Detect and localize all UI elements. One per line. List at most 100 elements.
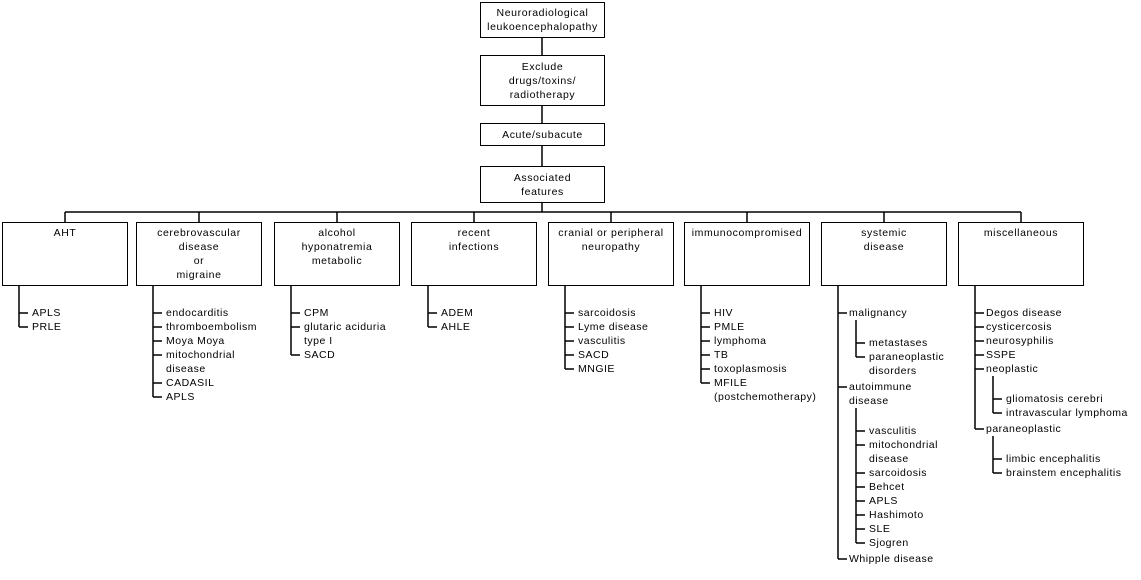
- list-item: AHLE: [441, 320, 470, 334]
- text-line: disorders: [869, 365, 917, 377]
- text-line: sarcoidosis: [869, 467, 928, 479]
- text-line: Whipple disease: [849, 553, 934, 565]
- list-item: ADEM: [441, 306, 473, 320]
- box-line: Neuroradiological: [496, 7, 589, 19]
- text-line: endocarditis: [166, 307, 229, 319]
- text-line: Lyme disease: [578, 321, 649, 333]
- list-item: metastases: [869, 336, 928, 350]
- list-item: APLS: [32, 306, 61, 320]
- list-item: endocarditis: [166, 306, 229, 320]
- text-line: thromboembolism: [166, 321, 257, 333]
- text-line: PMLE: [714, 321, 745, 333]
- text-line: AHT: [53, 227, 77, 239]
- list-item: mitochondrial disease: [869, 438, 938, 466]
- text-line: Moya Moya: [166, 335, 225, 347]
- list-item: paraneoplastic: [986, 422, 1061, 436]
- text-line: APLS: [32, 307, 61, 319]
- text-line: SLE: [869, 523, 891, 535]
- list-item: Degos disease: [986, 306, 1062, 320]
- list-item: paraneoplastic disorders: [869, 350, 944, 378]
- text-line: Sjogren: [869, 537, 909, 549]
- list-item: APLS: [869, 494, 898, 508]
- list-item: sarcoidosis: [869, 466, 927, 480]
- list-item: APLS: [166, 390, 195, 404]
- text-line: (postchemotherapy): [714, 391, 817, 403]
- list-item: limbic encephalitis: [1006, 452, 1101, 466]
- text-line: TB: [714, 349, 729, 361]
- text-line: disease: [863, 241, 905, 253]
- neuroradiological-box: Neuroradiological leukoencephalopathy: [480, 2, 605, 38]
- list-item: SSPE: [986, 348, 1016, 362]
- list-item: Whipple disease: [849, 552, 934, 566]
- box-line: Associated: [513, 171, 572, 184]
- text-line: cysticercosis: [986, 321, 1053, 333]
- text-line: alcohol: [318, 227, 356, 239]
- text-line: SSPE: [986, 349, 1017, 361]
- list-item: CPM: [304, 306, 329, 320]
- text-line: MFILE: [714, 377, 748, 389]
- text-line: immunocompromised: [691, 227, 803, 239]
- text-line: vasculitis: [578, 335, 626, 347]
- text-line: recent: [457, 227, 491, 239]
- list-item: autoimmune disease: [849, 380, 912, 408]
- text-line: cerebrovascular: [157, 227, 241, 239]
- list-item: SLE: [869, 522, 890, 536]
- list-item: Lyme disease: [578, 320, 648, 334]
- category-box-immuno: immunocompromised: [684, 222, 810, 286]
- list-item: SACD: [578, 348, 609, 362]
- exclude-box: Exclude drugs/toxins/ radiotherapy: [480, 55, 605, 106]
- text-line: SACD: [304, 349, 336, 361]
- text-line: PRLE: [32, 321, 62, 333]
- list-item: intravascular lymphoma: [1006, 406, 1128, 420]
- text-line: Hashimoto: [869, 509, 924, 521]
- list-item: MNGIE: [578, 362, 615, 376]
- list-item: cysticercosis: [986, 320, 1052, 334]
- text-line: sarcoidosis: [578, 307, 637, 319]
- text-line: neurosyphilis: [986, 335, 1054, 347]
- text-line: disease: [849, 395, 889, 407]
- box-line: features: [521, 185, 564, 198]
- associated-features-box: Associated features: [480, 166, 605, 203]
- list-item: sarcoidosis: [578, 306, 636, 320]
- text-line: mitochondrial: [869, 439, 938, 451]
- list-item: neoplastic: [986, 362, 1038, 376]
- list-item: gliomatosis cerebri: [1006, 392, 1103, 406]
- text-line: APLS: [166, 391, 195, 403]
- text-line: Behcet: [869, 481, 905, 493]
- box-line: Exclude: [521, 60, 564, 73]
- text-line: neuropathy: [581, 241, 641, 253]
- list-item: Moya Moya: [166, 334, 225, 348]
- text-line: disease: [869, 453, 909, 465]
- text-line: paraneoplastic: [986, 423, 1062, 435]
- text-line: lymphoma: [714, 335, 767, 347]
- text-line: neoplastic: [986, 363, 1039, 375]
- text-line: malignancy: [849, 307, 908, 319]
- text-line: vasculitis: [869, 425, 917, 437]
- list-item: lymphoma: [714, 334, 766, 348]
- text-line: migraine: [176, 269, 222, 281]
- text-line: autoimmune: [849, 381, 912, 393]
- list-item: Sjogren: [869, 536, 909, 550]
- box-line: leukoencephalopathy: [487, 21, 598, 33]
- category-box-systemic: systemic disease: [821, 222, 947, 286]
- text-line: MNGIE: [578, 363, 615, 375]
- text-line: AHLE: [441, 321, 471, 333]
- list-item: MFILE (postchemotherapy): [714, 376, 816, 404]
- list-item: neurosyphilis: [986, 334, 1054, 348]
- text-line: paraneoplastic: [869, 351, 945, 363]
- box-line: Acute/subacute: [502, 128, 583, 141]
- list-item: HIV: [714, 306, 733, 320]
- list-item: brainstem encephalitis: [1006, 466, 1121, 480]
- text-line: systemic: [861, 227, 907, 239]
- list-item: PRLE: [32, 320, 61, 334]
- text-line: SACD: [578, 349, 610, 361]
- text-line: mitochondrial: [166, 349, 235, 361]
- list-item: TB: [714, 348, 728, 362]
- list-item: malignancy: [849, 306, 907, 320]
- text-line: metastases: [869, 337, 928, 349]
- list-item: SACD: [304, 348, 335, 362]
